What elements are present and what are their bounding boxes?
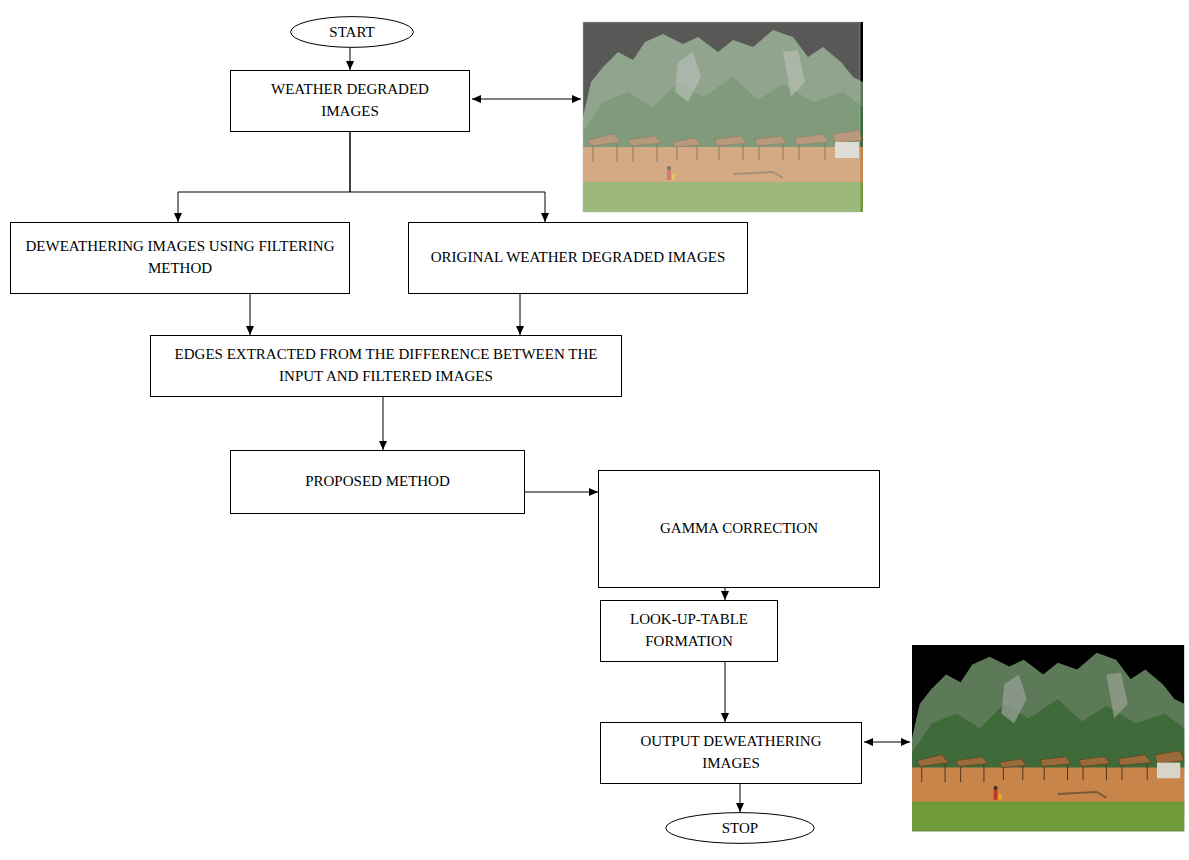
process-box: WEATHER DEGRADED IMAGES bbox=[230, 70, 470, 132]
node-label: DEWEATHERING IMAGES USING FILTERING METH… bbox=[11, 232, 349, 284]
output-photo bbox=[912, 645, 1184, 831]
flow-arrow bbox=[740, 784, 741, 812]
process-box: PROPOSED METHOD bbox=[230, 450, 525, 514]
process-box: DEWEATHERING IMAGES USING FILTERING METH… bbox=[10, 222, 350, 294]
process-box: OUTPUT DEWEATHERING IMAGES bbox=[600, 722, 862, 784]
flow-arrow bbox=[250, 294, 251, 335]
input-photo bbox=[583, 22, 863, 212]
process-box: EDGES EXTRACTED FROM THE DIFFERENCE BETW… bbox=[150, 335, 622, 397]
flow-arrow bbox=[520, 294, 521, 335]
node-label: OUTPUT DEWEATHERING IMAGES bbox=[601, 727, 861, 779]
stop-terminal: STOP bbox=[665, 812, 815, 844]
node-label: EDGES EXTRACTED FROM THE DIFFERENCE BETW… bbox=[151, 340, 621, 392]
process-box: LOOK-UP-TABLE FORMATION bbox=[600, 600, 778, 662]
node-label: PROPOSED METHOD bbox=[291, 467, 464, 497]
node-label: GAMMA CORRECTION bbox=[646, 514, 832, 544]
start-terminal: START bbox=[290, 16, 414, 48]
node-label: ORIGINAL WEATHER DEGRADED IMAGES bbox=[417, 243, 740, 273]
node-label: STOP bbox=[712, 819, 768, 837]
flow-arrow bbox=[350, 132, 545, 222]
flow-arrow bbox=[350, 48, 351, 70]
flow-arrow bbox=[725, 588, 726, 600]
double-arrow bbox=[472, 99, 581, 100]
process-box: ORIGINAL WEATHER DEGRADED IMAGES bbox=[408, 222, 748, 294]
double-arrow bbox=[864, 742, 910, 743]
node-label: WEATHER DEGRADED IMAGES bbox=[231, 75, 469, 127]
flow-arrow bbox=[383, 397, 384, 450]
process-box: GAMMA CORRECTION bbox=[598, 470, 880, 588]
flow-arrow bbox=[178, 132, 350, 222]
node-label: LOOK-UP-TABLE FORMATION bbox=[601, 605, 777, 657]
flow-arrow bbox=[725, 662, 726, 722]
flow-arrow bbox=[525, 492, 598, 493]
node-label: START bbox=[319, 23, 384, 41]
